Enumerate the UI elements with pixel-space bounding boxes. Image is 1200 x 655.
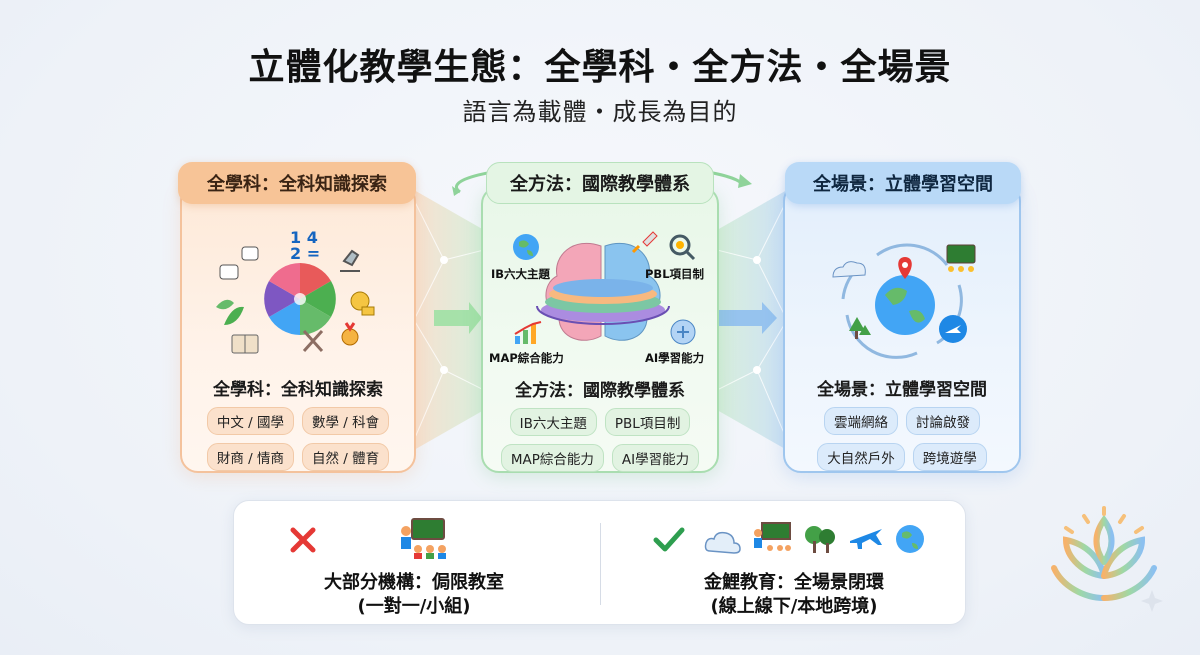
scenes-illustration: [832, 243, 976, 359]
globe-icon: [896, 525, 924, 553]
bar-chart-icon: [514, 321, 542, 344]
scenes-caption: 全場景：立體學習空間: [817, 380, 987, 400]
brain-illustration: [536, 231, 670, 341]
subjects-caption: 全學科：全科知識探索: [213, 380, 383, 400]
methods-caption: 全方法：國際教學體系: [515, 381, 685, 401]
methods-tags: IB六大主題 PBL項目制 MAP綜合能力 AI學習能力: [483, 408, 717, 472]
page-title: 立體化教學生態：全學科・全方法・全場景: [248, 47, 952, 88]
tag-math-science: 數學 / 科會: [302, 407, 390, 435]
tag-pbl: PBL項目制: [604, 408, 691, 436]
methods-panel: IB六大主題 PBL項目制 MAP綜合能力 AI學習能力 全方法：國際教學體系 …: [481, 186, 719, 473]
svg-text:1 4: 1 4: [290, 228, 318, 247]
subjects-tags: 中文 / 國學 數學 / 科會 財商 / 情商 自然 / 體育: [182, 407, 414, 471]
cloud-icon: [704, 531, 741, 554]
ai-label: AI學習能力: [645, 351, 705, 365]
methods-header: 全方法：國際教學體系: [486, 162, 714, 204]
subjects-panel: 1 4 2 = 全學科：全科知識探索 中文 / 國學 數學 / 科會 財商 / …: [180, 183, 416, 473]
traditional-label: 大部分機構：侷限教室: [324, 572, 504, 593]
traditional-text: 大部分機構：侷限教室 (一對一/小組): [314, 571, 514, 619]
classroom-icon: [401, 518, 446, 559]
page-subtitle: 語言為載體・成長為目的: [462, 98, 738, 126]
tag-cloud: 雲端網絡: [824, 407, 898, 435]
tag-map: MAP綜合能力: [500, 444, 604, 472]
teacher-board-icon: [754, 522, 791, 551]
tag-outdoor: 大自然戶外: [817, 443, 905, 471]
scenes-panel: 全場景：立體學習空間 雲端網絡 討論啟發 大自然戶外 跨境遊學: [783, 183, 1021, 473]
connector-mid-right: [717, 190, 787, 450]
jinli-text: 金鯉教育：全場景閉環 (線上線下/本地跨境): [684, 571, 904, 619]
ai-brain-icon: [670, 319, 696, 345]
scenes-header: 全場景：立體學習空間: [785, 162, 1021, 204]
traditional-sub: (一對一/小組): [357, 596, 471, 617]
tag-study-tour: 跨境遊學: [912, 443, 987, 471]
tag-ai: AI學習能力: [611, 444, 700, 472]
comparison-box: 大部分機構：侷限教室 (一對一/小組) 金鯉教育：全場景閉環 (線上線下/本地跨…: [233, 500, 966, 625]
connector-left-mid: [414, 190, 484, 450]
trees-icon: [805, 526, 835, 553]
sprout-logo-icon: [1051, 506, 1163, 619]
jinli-label: 金鯉教育：全場景閉環: [704, 572, 884, 593]
subjects-header: 全學科：全科知識探索: [178, 162, 416, 204]
airplane-icon: [850, 529, 882, 549]
jinli-sub: (線上線下/本地跨境): [710, 596, 878, 617]
tag-chinese: 中文 / 國學: [206, 407, 294, 435]
ib-label: IB六大主題: [491, 267, 551, 281]
subject-wheel-illustration: 1 4 2 =: [216, 228, 375, 354]
globe-icon: [513, 234, 539, 260]
cross-icon: [290, 527, 316, 553]
scenes-tags: 雲端網絡 討論啟發 大自然戶外 跨境遊學: [785, 407, 1019, 471]
pbl-label: PBL項目制: [645, 267, 705, 281]
tag-discussion: 討論啟發: [906, 407, 980, 435]
gear-magnifier-icon: [669, 234, 696, 261]
tag-finance-eq: 財商 / 情商: [206, 443, 294, 471]
map-label: MAP綜合能力: [489, 351, 564, 365]
tag-nature-pe: 自然 / 體育: [302, 443, 390, 471]
svg-text:2 =: 2 =: [290, 244, 320, 263]
comparison-divider: [600, 523, 601, 605]
check-icon: [653, 527, 685, 552]
tag-ib: IB六大主題: [509, 408, 597, 436]
